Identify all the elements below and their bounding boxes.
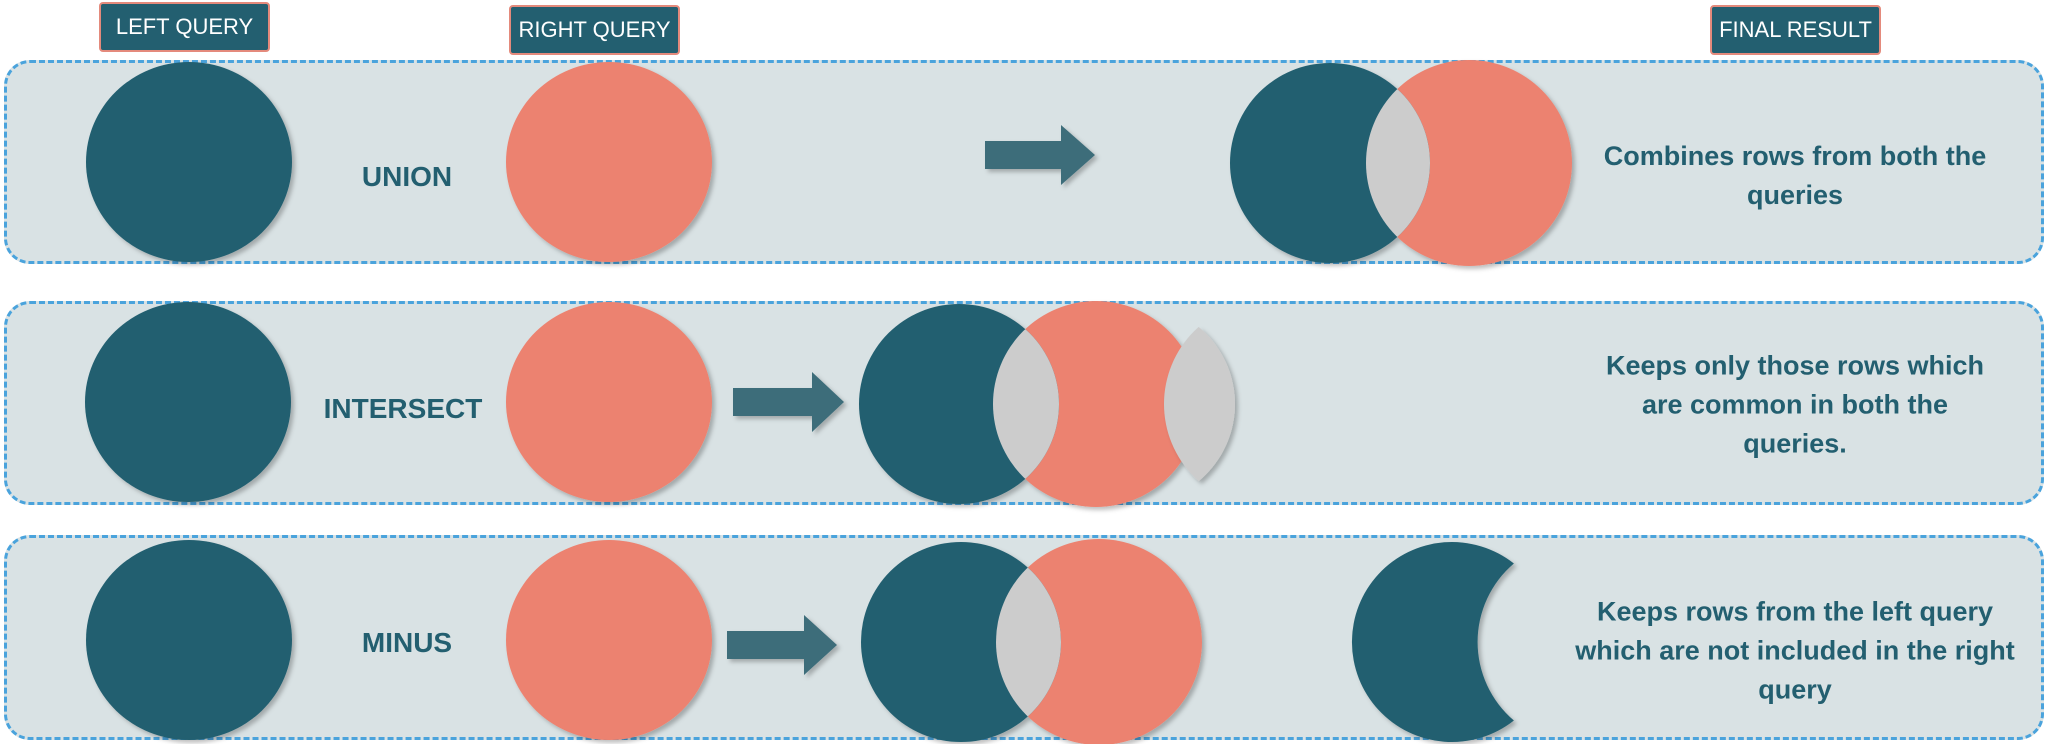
union-description: Combines rows from both the queries (1603, 141, 1987, 210)
intersect-result-lens (1164, 304, 1235, 504)
final-result-header: FINAL RESULT (1710, 5, 1881, 55)
minus-description: Keeps rows from the left query which are… (1575, 596, 2015, 705)
minus-process-venn (861, 539, 1202, 744)
union-left-circle (86, 62, 292, 262)
minus-left-circle (86, 540, 292, 740)
right-query-label: RIGHT QUERY (518, 17, 671, 42)
left-query-header: LEFT QUERY (99, 2, 270, 52)
intersect-right-circle (506, 302, 712, 502)
union-result-venn (1230, 60, 1572, 266)
minus-label: MINUS (361, 627, 453, 658)
left-query-label: LEFT QUERY (115, 14, 254, 39)
intersect-process-venn (859, 301, 1199, 507)
union-right-circle (506, 62, 712, 262)
intersect-arrow-icon (733, 372, 844, 432)
final-result-label: FINAL RESULT (1719, 17, 1872, 42)
union-arrow-icon (985, 125, 1095, 185)
minus-arrow-icon (727, 615, 837, 675)
union-label: UNION (361, 161, 453, 192)
right-query-header: RIGHT QUERY (509, 5, 680, 55)
minus-result-crescent (1351, 542, 1514, 742)
intersect-description: Keeps only those rows which are common i… (1605, 350, 1985, 459)
intersect-label: INTERSECT (323, 393, 483, 424)
minus-right-circle (506, 540, 712, 740)
intersect-left-circle (85, 302, 291, 502)
